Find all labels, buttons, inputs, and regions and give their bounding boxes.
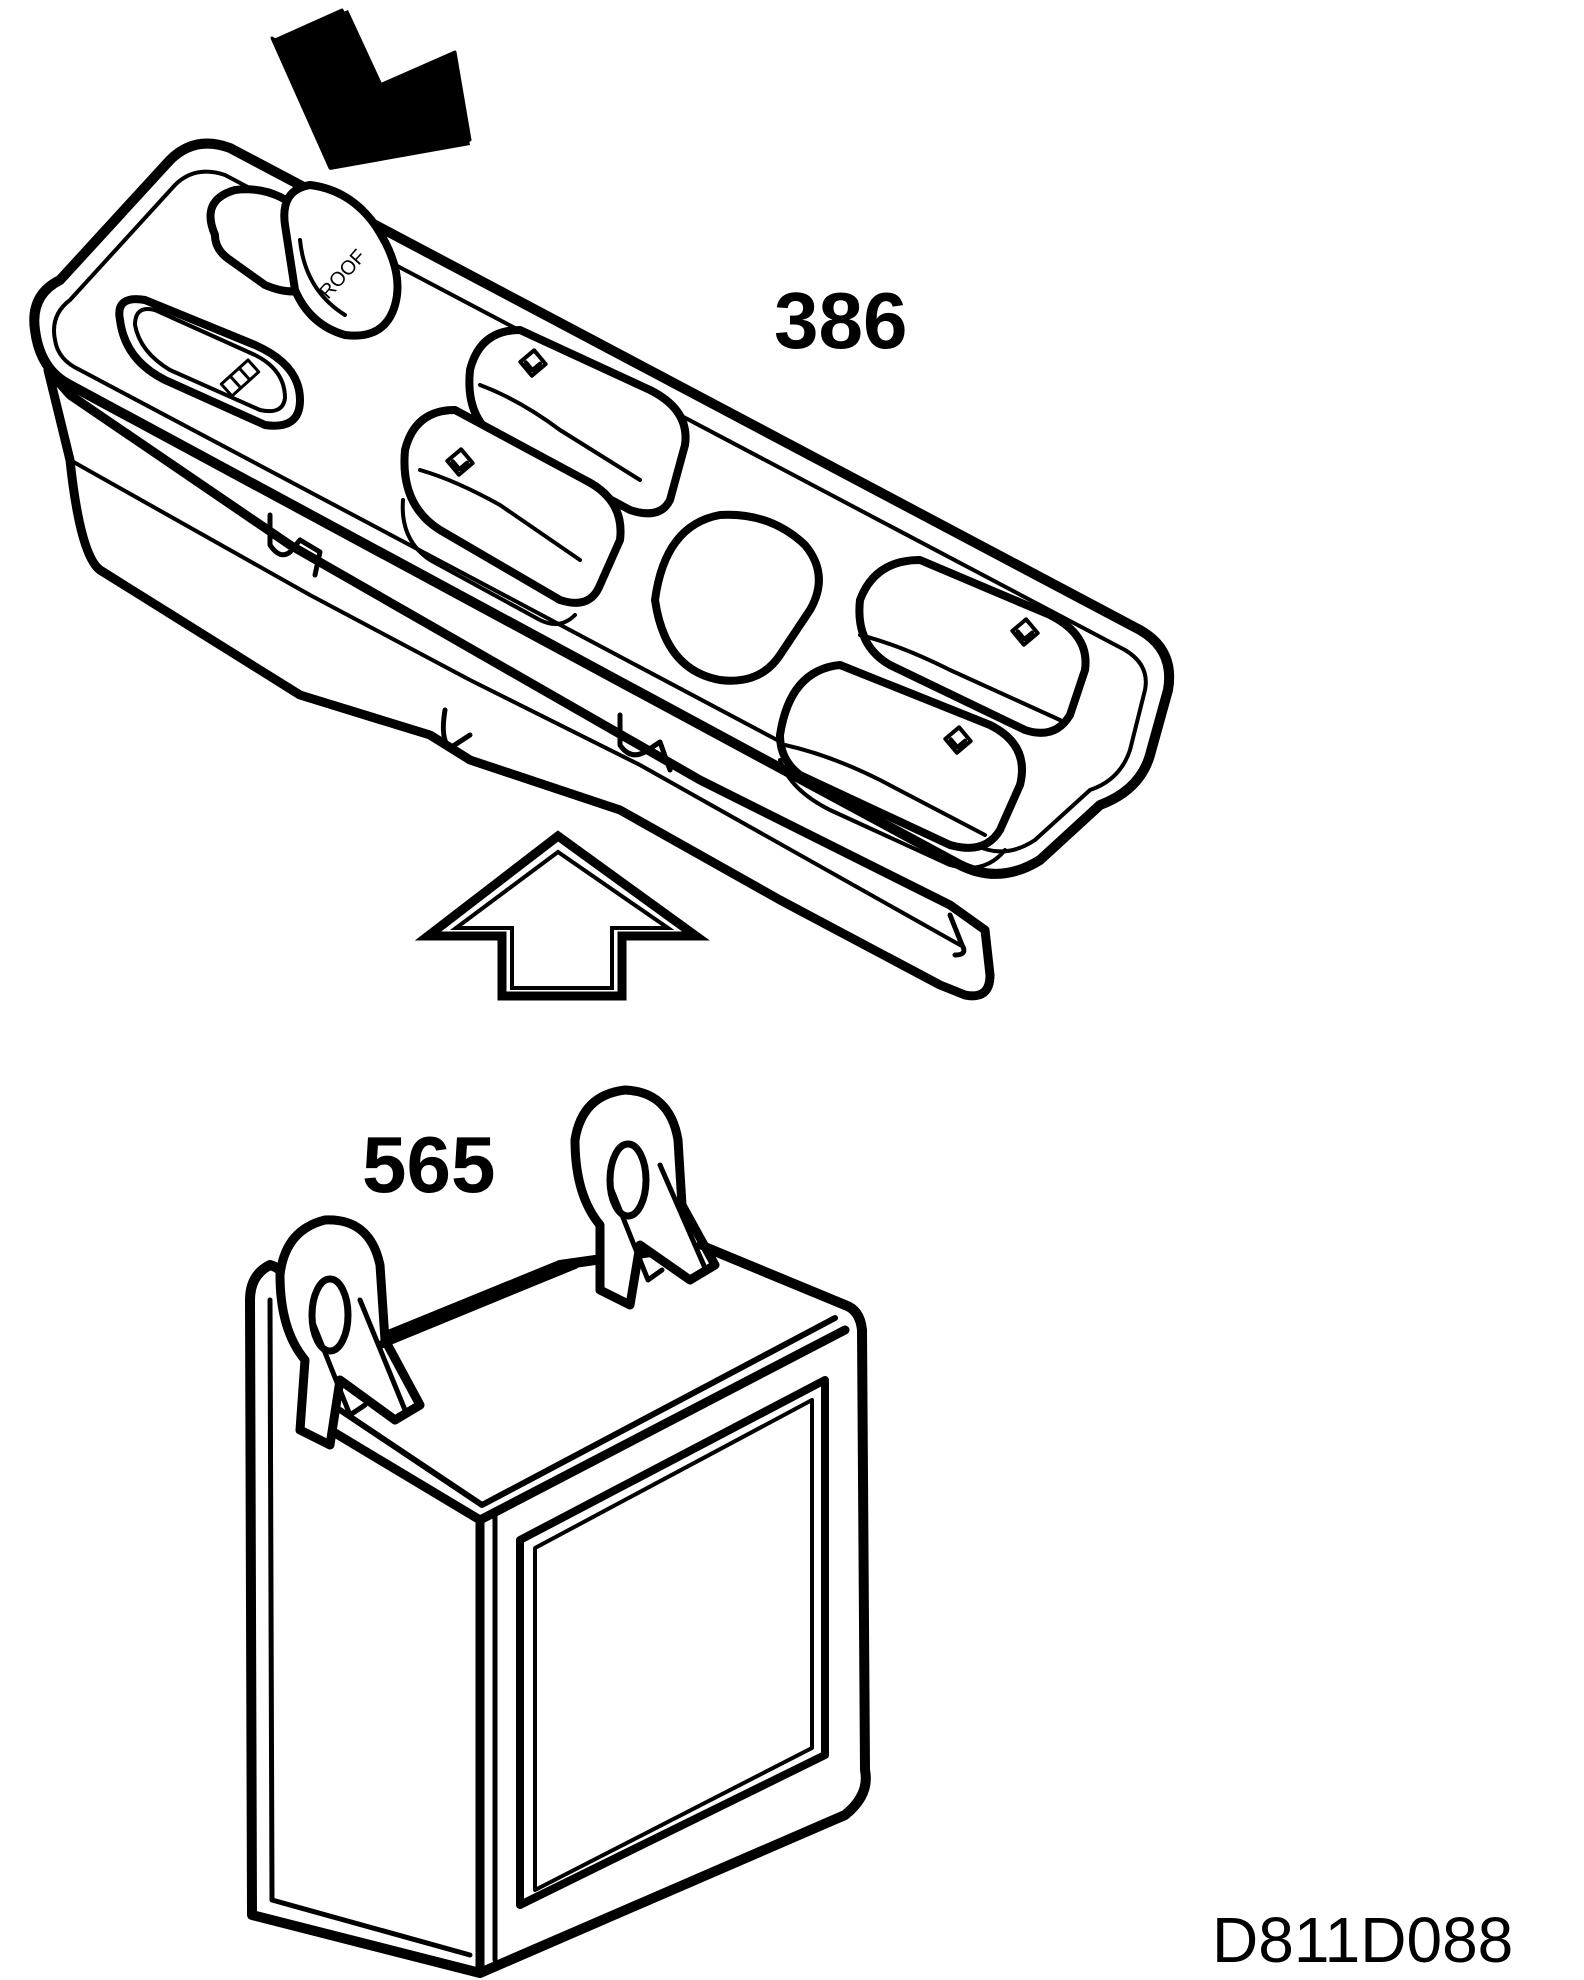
hollow-arrow-up-icon — [414, 830, 710, 1001]
control-unit — [245, 1085, 871, 1978]
switch-panel-number: 386 — [774, 276, 907, 365]
solid-arrow-down-right-icon — [270, 8, 472, 170]
window-icon — [445, 447, 475, 477]
child-lock-icon — [219, 358, 261, 398]
control-unit-number: 565 — [362, 1120, 495, 1209]
drawing-reference: D811D088 — [1212, 1904, 1513, 1976]
window-icon — [518, 348, 548, 378]
window-icon — [1010, 617, 1040, 647]
window-switch-panel: ROOF — [29, 138, 1175, 1001]
window-icon — [943, 725, 973, 755]
